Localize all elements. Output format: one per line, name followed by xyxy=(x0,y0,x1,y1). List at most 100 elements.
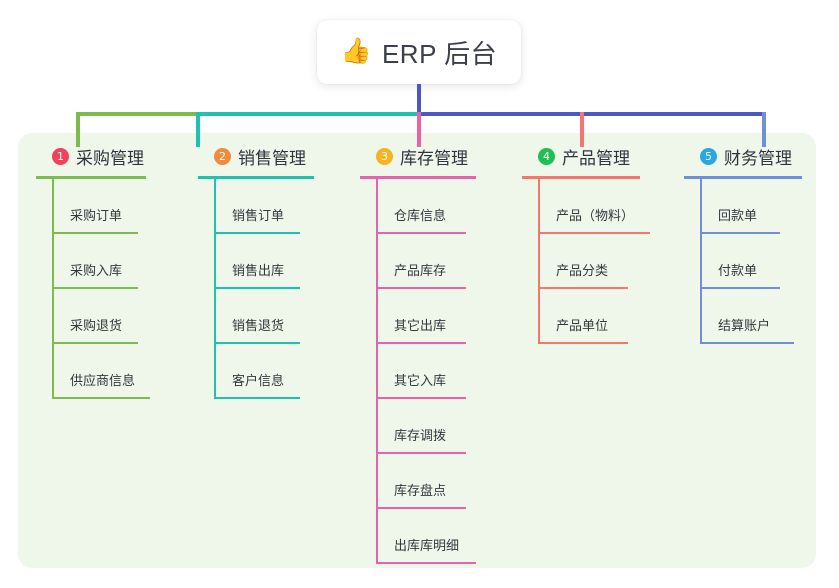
menu-item[interactable]: 库存盘点 xyxy=(360,454,476,509)
menu-item-rule xyxy=(214,287,300,289)
menu-item-label: 付款单 xyxy=(718,263,758,278)
column-title: 销售管理 xyxy=(238,148,306,168)
column-title: 采购管理 xyxy=(76,148,144,168)
menu-item-rule xyxy=(376,562,476,564)
menu-item[interactable]: 产品库存 xyxy=(360,234,476,289)
menu-item-label: 销售出库 xyxy=(232,263,285,278)
menu-item-rule xyxy=(700,287,780,289)
menu-item-label: 供应商信息 xyxy=(70,373,136,388)
column-header-5[interactable]: 5 财务管理 xyxy=(684,143,802,169)
drop-leg-sales xyxy=(196,112,200,147)
menu-item[interactable]: 结算账户 xyxy=(684,289,802,344)
column-header-rule xyxy=(360,176,476,179)
menu-item[interactable]: 销售出库 xyxy=(198,234,314,289)
column-items: 产品（物料） 产品分类产品单位 xyxy=(522,179,650,344)
menu-item[interactable]: 产品分类 xyxy=(522,234,640,289)
diagram-panel xyxy=(18,133,816,568)
column-stem xyxy=(700,179,702,344)
menu-item[interactable]: 产品（物料） xyxy=(522,179,650,234)
menu-item-rule xyxy=(376,507,466,509)
column-采购管理: 1 采购管理采购订单采购入库采购退货供应商信息 xyxy=(36,143,150,399)
column-badge-3: 3 xyxy=(376,147,393,165)
menu-item-rule xyxy=(538,287,628,289)
column-header-rule xyxy=(36,176,146,179)
menu-item[interactable]: 客户信息 xyxy=(198,344,314,399)
menu-item-rule xyxy=(376,232,466,234)
drop-leg-finance xyxy=(762,112,766,147)
column-items: 仓库信息产品库存其它出库其它入库库存调拨库存盘点出库库明细 xyxy=(360,179,476,564)
menu-item[interactable]: 产品单位 xyxy=(522,289,640,344)
menu-item-label: 采购退货 xyxy=(70,318,123,333)
menu-item-label: 产品库存 xyxy=(394,263,447,278)
column-stem xyxy=(376,179,378,564)
bus-segment-inventory-to-finance xyxy=(419,112,764,116)
menu-item-label: 产品分类 xyxy=(556,263,609,278)
menu-item-rule xyxy=(538,232,650,234)
column-items: 回款单付款单结算账户 xyxy=(684,179,802,344)
trunk-connector xyxy=(417,84,421,114)
menu-item[interactable]: 销售订单 xyxy=(198,179,314,234)
column-badge-1: 1 xyxy=(52,147,69,165)
drop-leg-purchase xyxy=(76,112,80,147)
menu-item[interactable]: 出库库明细 xyxy=(360,509,476,564)
menu-item[interactable]: 库存调拨 xyxy=(360,399,476,454)
menu-item-label: 结算账户 xyxy=(718,318,771,333)
column-header-1[interactable]: 1 采购管理 xyxy=(36,143,146,169)
column-items: 采购订单采购入库采购退货供应商信息 xyxy=(36,179,150,399)
menu-item[interactable]: 采购订单 xyxy=(36,179,146,234)
menu-item-rule xyxy=(376,452,466,454)
menu-item-rule xyxy=(700,232,780,234)
root-node-erp-backend[interactable]: 👍 ERP 后台 xyxy=(317,20,521,84)
column-stem xyxy=(538,179,540,344)
menu-item[interactable]: 回款单 xyxy=(684,179,802,234)
menu-item-rule xyxy=(376,342,466,344)
menu-item-label: 仓库信息 xyxy=(394,208,447,223)
menu-item-label: 出库库明细 xyxy=(394,538,460,553)
menu-item-rule xyxy=(538,342,628,344)
menu-item[interactable]: 供应商信息 xyxy=(36,344,150,399)
menu-item-label: 其它出库 xyxy=(394,318,447,333)
root-node-title: ERP 后台 xyxy=(381,38,498,69)
column-title: 产品管理 xyxy=(562,148,630,168)
column-title: 财务管理 xyxy=(724,148,792,168)
menu-item-label: 产品单位 xyxy=(556,318,609,333)
column-财务管理: 5 财务管理回款单付款单结算账户 xyxy=(684,143,802,344)
menu-item[interactable]: 仓库信息 xyxy=(360,179,476,234)
menu-item-rule xyxy=(52,397,150,399)
menu-item-label: 销售退货 xyxy=(232,318,285,333)
menu-item[interactable]: 采购入库 xyxy=(36,234,146,289)
menu-item-label: 其它入库 xyxy=(394,373,447,388)
column-header-rule xyxy=(684,176,802,179)
column-badge-5: 5 xyxy=(700,147,717,165)
menu-item[interactable]: 付款单 xyxy=(684,234,802,289)
menu-item-rule xyxy=(700,342,794,344)
menu-item-label: 采购入库 xyxy=(70,263,123,278)
column-stem xyxy=(52,179,54,399)
menu-item-label: 库存盘点 xyxy=(394,483,447,498)
menu-item-label: 采购订单 xyxy=(70,208,123,223)
menu-item-rule xyxy=(214,232,300,234)
menu-item-rule xyxy=(214,342,300,344)
menu-item-rule xyxy=(52,287,138,289)
menu-item[interactable]: 采购退货 xyxy=(36,289,146,344)
menu-item-label: 回款单 xyxy=(718,208,758,223)
menu-item-label: 客户信息 xyxy=(232,373,285,388)
menu-item-rule xyxy=(376,287,466,289)
bus-segment-purchase xyxy=(78,112,198,116)
menu-item[interactable]: 销售退货 xyxy=(198,289,314,344)
menu-item[interactable]: 其它入库 xyxy=(360,344,476,399)
menu-item[interactable]: 其它出库 xyxy=(360,289,476,344)
menu-item-rule xyxy=(376,397,466,399)
column-items: 销售订单销售出库销售退货客户信息 xyxy=(198,179,314,399)
menu-item-label: 产品（物料） xyxy=(556,208,635,223)
column-header-rule xyxy=(198,176,314,179)
menu-item-label: 销售订单 xyxy=(232,208,285,223)
menu-item-label: 库存调拨 xyxy=(394,428,447,443)
column-stem xyxy=(214,179,216,399)
